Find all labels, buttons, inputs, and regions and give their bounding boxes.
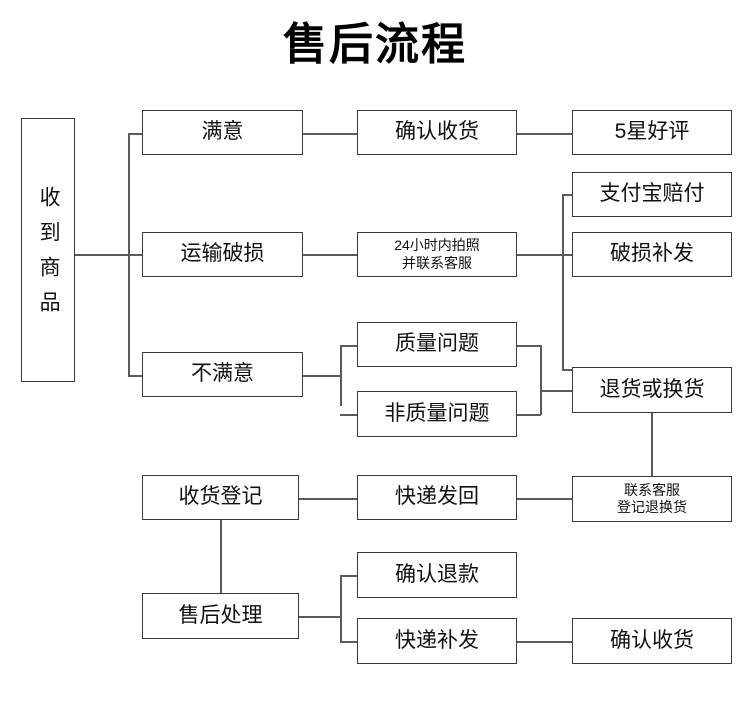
edge-bracket-to-quality (340, 345, 358, 347)
node-receipt-registration[interactable]: 收货登记 (142, 475, 299, 520)
node-shipping-damage-label: 运输破损 (180, 242, 265, 266)
edge-bracket-to-express-reissue (340, 641, 358, 643)
page-title: 售后流程 (283, 20, 467, 69)
node-satisfied[interactable]: 满意 (142, 110, 303, 155)
node-quality-issue[interactable]: 质量问题 (357, 322, 517, 367)
edge-handling-bracket-vertical (340, 575, 342, 642)
edge-registration-to-handling (220, 520, 222, 593)
edge-satisfied-to-confirm (303, 133, 358, 135)
edge-handling-to-bracket (298, 616, 341, 618)
edge-express-reissue-to-confirm (516, 641, 573, 643)
node-after-sales-handling-label: 售后处理 (178, 603, 263, 627)
edge-damage-right-bracket-vertical (562, 194, 564, 370)
node-not-satisfied-label: 不满意 (191, 362, 254, 386)
node-five-star-review[interactable]: 5星好评 (572, 110, 732, 155)
node-photo-within-24h-label: 24小时内拍照 并联系客服 (394, 237, 480, 271)
node-not-satisfied[interactable]: 不满意 (142, 352, 303, 397)
node-confirm-receipt-top[interactable]: 确认收货 (357, 110, 517, 155)
node-received-goods-label: 收到商品 (37, 186, 61, 326)
edge-quality-to-rightbracket (516, 345, 541, 347)
edge-express-back-to-registration (298, 498, 358, 500)
node-confirm-refund[interactable]: 确认退款 (357, 552, 517, 598)
edge-rightbracket-to-return (540, 390, 573, 392)
node-non-quality-issue-label: 非质量问题 (384, 401, 490, 425)
node-damage-reissue-label: 破损补发 (610, 242, 694, 266)
edge-bracket-to-refund (340, 575, 358, 577)
node-damage-reissue[interactable]: 破损补发 (572, 232, 732, 277)
edge-damage-to-photo (303, 254, 358, 256)
node-alipay-compensation[interactable]: 支付宝赔付 (572, 172, 732, 217)
node-contact-service-register[interactable]: 联系客服 登记退换货 (572, 476, 732, 522)
node-satisfied-label: 满意 (201, 120, 244, 144)
edge-bracket-to-alipay (562, 194, 573, 196)
node-express-reissue[interactable]: 快递补发 (357, 618, 517, 664)
edge-nonquality-to-rightbracket (516, 414, 541, 416)
node-express-send-back[interactable]: 快递发回 (357, 475, 517, 520)
node-after-sales-handling[interactable]: 售后处理 (142, 593, 299, 639)
node-shipping-damage[interactable]: 运输破损 (142, 232, 303, 277)
edge-quality-left-bracket-vertical (340, 345, 342, 406)
edge-photo-to-bracket (516, 254, 563, 256)
node-confirm-receipt-bottom-label: 确认收货 (610, 628, 694, 652)
node-confirm-refund-label: 确认退款 (395, 562, 479, 586)
node-confirm-receipt-top-label: 确认收货 (395, 120, 479, 144)
edge-root-to-bracket (75, 254, 130, 256)
edge-bracket-to-nonquality (340, 414, 358, 416)
node-return-or-exchange[interactable]: 退货或换货 (572, 367, 732, 413)
node-receipt-registration-label: 收货登记 (178, 485, 263, 509)
edge-bracket-to-damage-reissue (562, 254, 573, 256)
edge-bracket-to-unsatisfied (128, 375, 143, 377)
edge-confirm-to-review (516, 133, 573, 135)
edge-bracket-to-damage (128, 254, 143, 256)
node-contact-service-register-label: 联系客服 登记退换货 (617, 481, 687, 516)
node-alipay-compensation-label: 支付宝赔付 (599, 182, 705, 206)
edge-unsatisfied-to-bracket (303, 375, 341, 377)
node-express-reissue-label: 快递补发 (395, 628, 479, 652)
node-non-quality-issue[interactable]: 非质量问题 (357, 391, 517, 437)
edge-quality-right-bracket-vertical (540, 345, 542, 415)
node-return-or-exchange-label: 退货或换货 (599, 377, 705, 401)
edge-return-to-contact (651, 413, 653, 479)
node-photo-within-24h[interactable]: 24小时内拍照 并联系客服 (357, 232, 517, 277)
node-received-goods[interactable]: 收到商品 (21, 118, 75, 382)
node-quality-issue-label: 质量问题 (395, 332, 479, 356)
edge-bracket-to-return-exchange (562, 369, 573, 371)
node-express-send-back-label: 快递发回 (395, 485, 479, 509)
node-five-star-review-label: 5星好评 (614, 120, 690, 144)
node-confirm-receipt-bottom[interactable]: 确认收货 (572, 618, 732, 664)
edge-bracket-to-satisfied (128, 133, 143, 135)
edge-contact-to-express-back (516, 498, 573, 500)
